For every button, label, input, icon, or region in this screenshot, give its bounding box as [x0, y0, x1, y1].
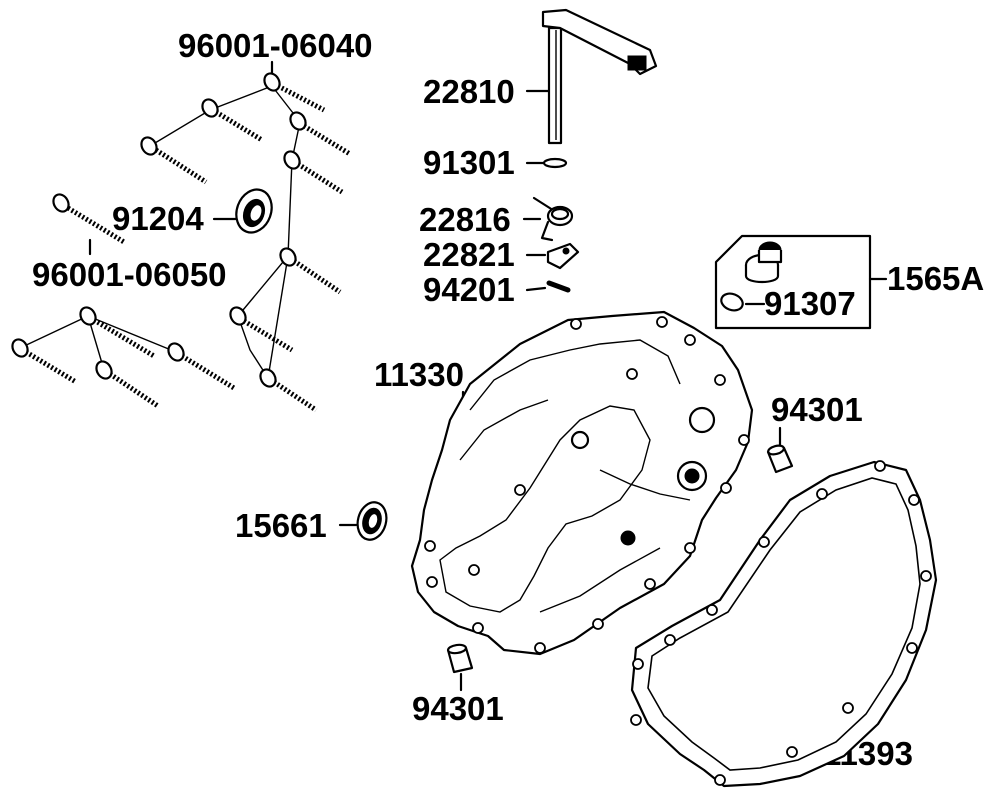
cap-oring-icon	[720, 292, 744, 312]
label-91301: 91301	[423, 144, 515, 181]
label-22821: 22821	[423, 236, 515, 273]
label-91307: 91307	[764, 285, 856, 322]
bolt-icon	[229, 306, 294, 353]
bolt-icon	[259, 368, 318, 413]
bolts	[11, 72, 352, 413]
pin-icon	[546, 280, 571, 293]
bolt-icon	[263, 72, 326, 113]
gasket-icon	[630, 460, 938, 788]
label-22810: 22810	[423, 73, 515, 110]
bolt-icon	[140, 136, 208, 185]
bolt-icon	[79, 306, 156, 359]
bolt-icon	[283, 150, 344, 195]
return-spring-icon	[532, 196, 574, 242]
label-94301-bottom: 94301	[412, 690, 504, 727]
plug-icon	[356, 501, 388, 541]
oil-seal-icon	[235, 188, 273, 234]
bolt-icon	[289, 111, 352, 157]
label-96001-06040: 96001-06040	[178, 27, 373, 64]
label-15661: 15661	[235, 507, 327, 544]
clutch-cover-icon	[410, 310, 754, 656]
bolt-icon	[279, 247, 342, 295]
label-22816: 22816	[419, 201, 511, 238]
label-91204: 91204	[112, 200, 204, 237]
bolt-icon	[167, 342, 236, 391]
bolt-icon	[201, 98, 264, 143]
lever-icon	[546, 242, 580, 270]
label-96001-06050: 96001-06050	[32, 256, 227, 293]
label-11330: 11330	[374, 356, 464, 393]
shaft-oring-icon	[542, 157, 568, 169]
label-1565A: 1565A	[887, 260, 984, 297]
label-94301-right: 94301	[771, 391, 863, 428]
cap-icon	[744, 241, 783, 284]
cap-assy-box	[714, 234, 872, 330]
shift-shaft-icon	[541, 8, 658, 145]
bolt-icon	[95, 360, 160, 409]
dowel-pin-icon	[446, 643, 474, 674]
dowel-pin-icon	[766, 444, 794, 474]
label-94201: 94201	[423, 271, 515, 308]
bolt-icon	[52, 193, 126, 245]
bolt-icon	[11, 338, 78, 385]
